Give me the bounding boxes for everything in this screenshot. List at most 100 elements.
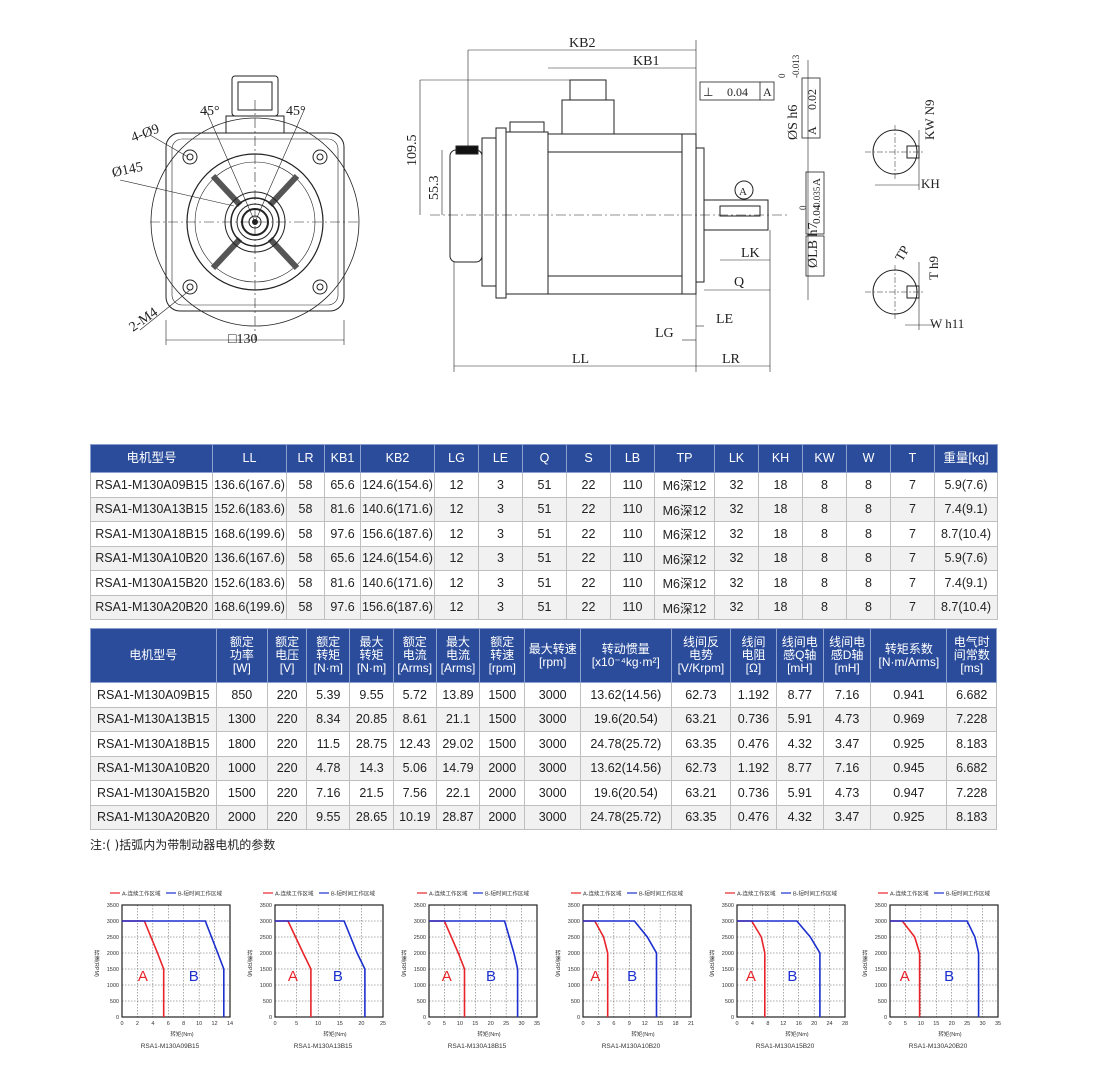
table-cell: 63.21: [670, 706, 732, 732]
table2-header-cell: 转动惯量[x10⁻⁴kg·m²]: [580, 628, 672, 683]
region-label-B: B: [944, 968, 954, 985]
x-tick-label: 5: [443, 1021, 446, 1027]
table1-header-cell: S: [566, 444, 611, 473]
table-cell: 8: [802, 594, 847, 620]
region-label-A: A: [590, 968, 600, 985]
table1-header-text: T: [908, 451, 917, 465]
table-cell: 32: [714, 594, 759, 620]
table-cell: 136.6(167.6): [212, 472, 287, 498]
table-cell: 3000: [524, 780, 581, 806]
table1-header-cell: LG: [434, 444, 479, 473]
table-cell: RSA1-M130A13B15: [90, 496, 213, 522]
x-tick-label: 10: [196, 1021, 202, 1027]
legend-label: B-短时间工作区域: [485, 890, 530, 898]
table-cell: 8: [846, 594, 891, 620]
table-cell: 32: [714, 521, 759, 547]
y-tick-label: 1500: [875, 967, 887, 973]
y-tick-label: 2000: [875, 951, 887, 957]
table-cell: 8: [846, 570, 891, 596]
table2-header-text: 转矩系数: [884, 641, 933, 656]
x-tick-label: 5: [904, 1021, 907, 1027]
table-cell: 18: [758, 594, 803, 620]
table2-header-cell: 额定转速[rpm]: [479, 628, 526, 683]
table-cell: 58: [286, 472, 325, 498]
lb-tol-up: 0: [798, 205, 808, 210]
table-cell: 22: [566, 472, 611, 498]
x-tick-label: 25: [380, 1021, 386, 1027]
table1-header-cell: LK: [714, 444, 759, 473]
table-cell: 220: [267, 780, 308, 806]
table-cell: 3: [478, 594, 523, 620]
region-label-A: A: [442, 968, 452, 985]
table-cell: 0.947: [870, 780, 948, 806]
y-tick-label: 500: [110, 999, 119, 1005]
side-view: [419, 40, 825, 372]
region-label-B: B: [333, 968, 343, 985]
table2-header-text: 电势: [688, 648, 713, 662]
table-cell: 32: [714, 570, 759, 596]
series-line-B: [583, 920, 658, 1017]
w-label: W h11: [930, 316, 964, 331]
table-cell: 97.6: [324, 594, 361, 620]
y-tick-label: 500: [417, 999, 426, 1005]
y-axis-label: 转速(RPM): [708, 949, 715, 977]
table1-header-cell: TP: [654, 444, 715, 473]
table-cell: 21.5: [349, 780, 394, 806]
table-cell: 7: [890, 545, 935, 571]
table-cell: 0.736: [730, 780, 777, 806]
table-cell: 12: [434, 594, 479, 620]
table-cell: 0.969: [870, 706, 948, 732]
table1-header-text: LL: [242, 451, 257, 465]
x-tick-label: 9: [628, 1021, 631, 1027]
table-cell: 7.56: [392, 780, 437, 806]
region-label-B: B: [787, 968, 797, 985]
table-cell: 58: [286, 594, 325, 620]
table-cell: 110: [610, 521, 655, 547]
y-tick-label: 3000: [107, 919, 119, 925]
plot-frame: [889, 904, 999, 1018]
table1-header-text: 重量[kg]: [943, 451, 989, 465]
y-tick-label: 2500: [414, 935, 426, 941]
y-tick-label: 1500: [414, 967, 426, 973]
table-cell: 2000: [479, 780, 526, 806]
table1-header-cell: LL: [212, 444, 287, 473]
table-cell: 8.34: [306, 706, 351, 732]
table1-header-text: LE: [492, 451, 509, 465]
tap-label: 2-M4: [127, 305, 161, 335]
table-cell: 3.47: [822, 804, 872, 830]
legend-label: B-短时间工作区域: [178, 890, 223, 898]
table-cell: 7: [890, 521, 935, 547]
table-cell: 22: [566, 594, 611, 620]
y-axis-label: 转速(RPM): [400, 949, 407, 977]
table-cell: 156.6(187.6): [360, 521, 435, 547]
table-cell: 1500: [479, 731, 526, 757]
table-cell: 8: [802, 545, 847, 571]
y-tick-label: 2500: [107, 935, 119, 941]
x-tick-label: 35: [534, 1021, 540, 1027]
table-cell: 13.62(14.56): [580, 755, 672, 781]
x-tick-label: 28: [842, 1021, 848, 1027]
x-tick-label: 15: [472, 1021, 478, 1027]
table2-header-text: [N·m/Arms]: [878, 654, 940, 669]
y-tick-label: 0: [577, 1015, 580, 1021]
legend-label: B-短时间工作区域: [331, 890, 376, 898]
y-tick-label: 1000: [107, 983, 119, 989]
table2-header-cell: 额定功率[W]: [215, 628, 269, 683]
table-cell: 2000: [479, 804, 526, 830]
table-cell: 220: [267, 731, 308, 757]
table1-header-text: LR: [297, 451, 314, 465]
table-cell: 1.192: [730, 755, 777, 781]
x-tick-label: 6: [167, 1021, 170, 1027]
y-tick-label: 0: [731, 1015, 734, 1021]
y-tick-label: 2000: [107, 951, 119, 957]
table-cell: 9.55: [349, 682, 394, 708]
table-cell: 1500: [479, 682, 526, 708]
x-axis-label: 转矩(Nm): [170, 1030, 193, 1038]
y-tick-label: 2000: [568, 951, 580, 957]
table-cell: 3: [478, 545, 523, 571]
